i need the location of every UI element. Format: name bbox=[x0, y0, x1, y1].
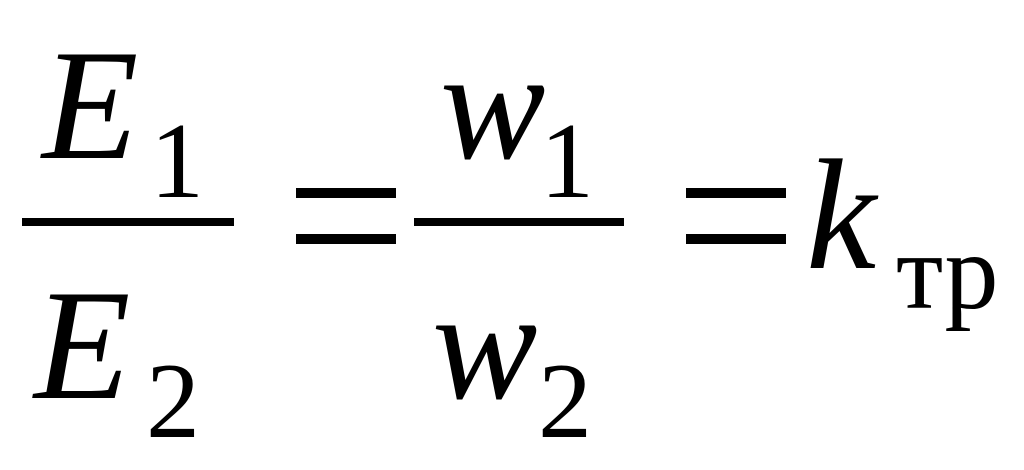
equals-sign-1: = bbox=[296, 188, 396, 244]
denominator-w-subscript: 2 bbox=[538, 342, 592, 461]
fraction-w1-over-w2: w 1 w 2 bbox=[414, 18, 624, 461]
equals-2-glyph: = bbox=[0, 0, 1, 1]
transformation-ratio: k тр bbox=[806, 128, 999, 332]
fraction-e1-over-e2: E 1 E 2 bbox=[22, 18, 234, 461]
numerator-w-subscript: 1 bbox=[540, 102, 594, 221]
equals-2-top-bar bbox=[686, 188, 786, 198]
equals-1-top-bar bbox=[296, 188, 396, 198]
equals-2-bottom-bar bbox=[686, 234, 786, 244]
numerator-e-subscript: 1 bbox=[150, 102, 204, 221]
equals-1-bottom-bar bbox=[296, 234, 396, 244]
numerator-e-symbol: E bbox=[40, 18, 139, 193]
fraction-bar-1 bbox=[22, 218, 234, 226]
fraction-bar-2 bbox=[414, 218, 624, 226]
equals-sign-2: = bbox=[0, 0, 786, 244]
denominator-w-symbol: w bbox=[432, 258, 537, 433]
result-k-symbol: k bbox=[806, 128, 879, 303]
result-k-subscript: тр bbox=[896, 213, 999, 332]
denominator-e-subscript: 2 bbox=[146, 342, 200, 461]
denominator-e-symbol: E bbox=[32, 258, 131, 433]
numerator-w-symbol: w bbox=[440, 18, 545, 193]
